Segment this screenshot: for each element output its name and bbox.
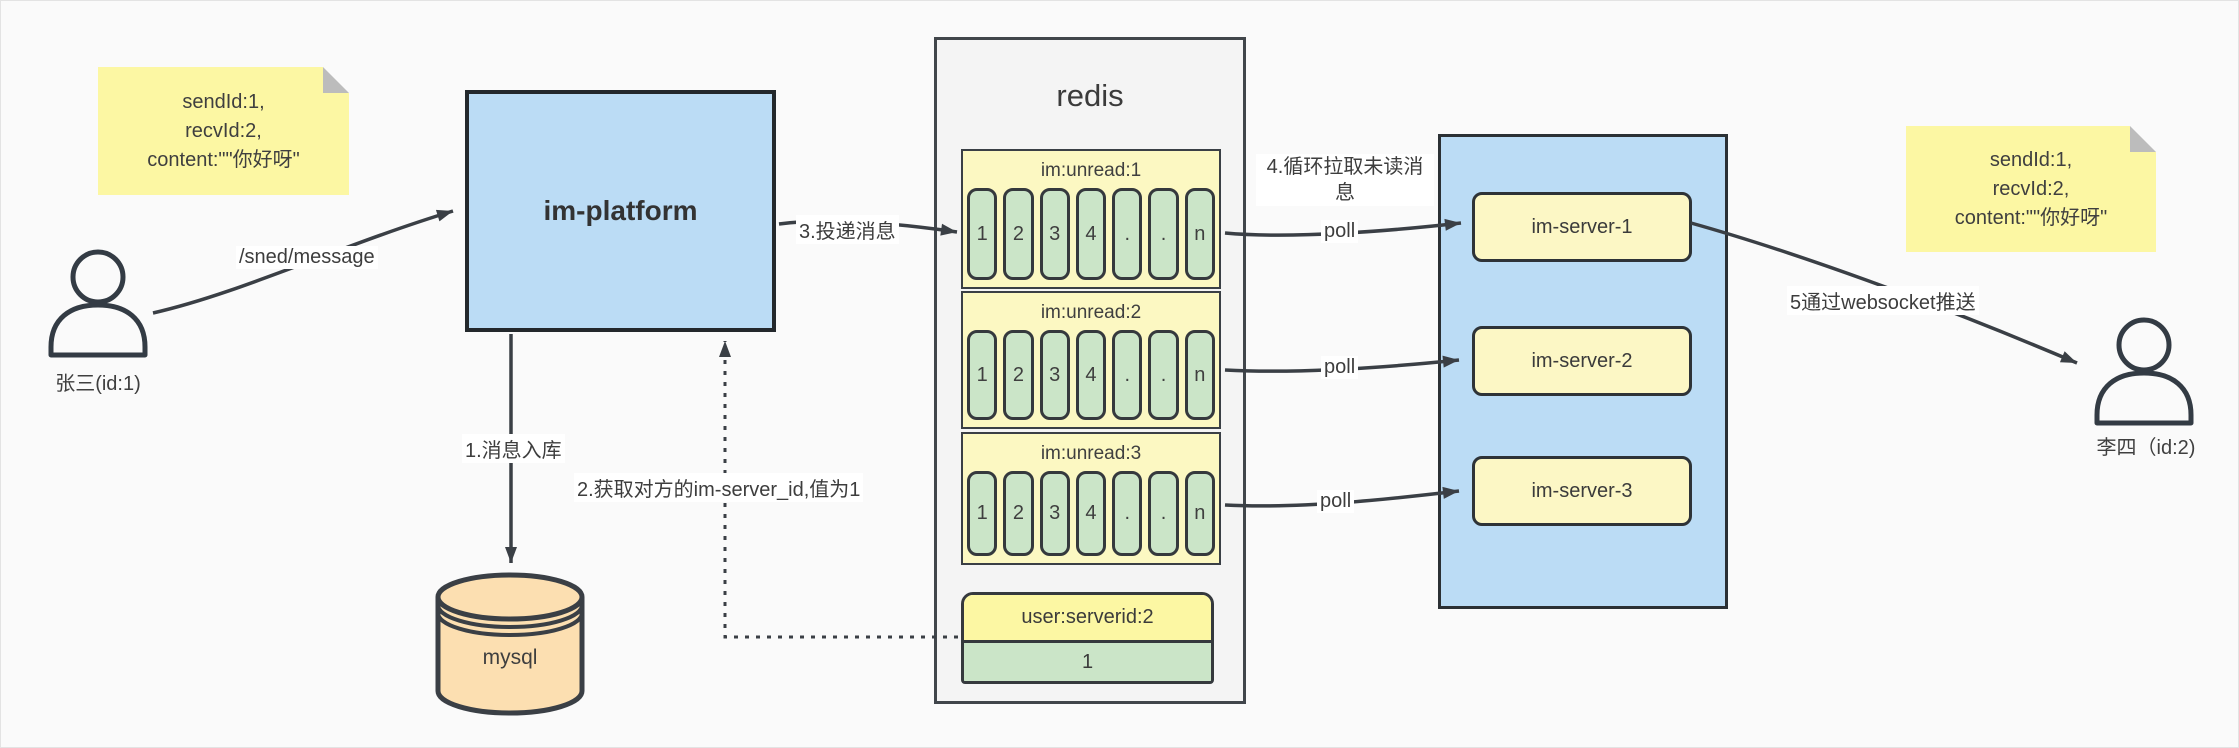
queue-label: im:unread:1 — [1040, 160, 1142, 181]
queue-cell: n — [1184, 188, 1215, 280]
redis-queue-2: im:unread:2 1 2 3 4 . . n — [961, 291, 1221, 429]
note-line: recvId:2, — [1992, 177, 2070, 200]
im-server-label: im-server-1 — [1531, 215, 1633, 238]
im-platform-node: im-platform — [465, 90, 776, 332]
note-line: content:""你好呀" — [1954, 206, 2108, 229]
edge-label-poll-3: poll — [1317, 490, 1355, 513]
queue-cells: 1 2 3 4 . . n — [963, 188, 1219, 287]
queue-cell: . — [1112, 330, 1143, 420]
redis-title: redis — [1056, 78, 1124, 113]
redis-queue-3: im:unread:3 1 2 3 4 . . n — [961, 432, 1221, 565]
queue-cells: 1 2 3 4 . . n — [963, 330, 1219, 427]
queue-cell: 2 — [1003, 330, 1034, 420]
note-line: recvId:2, — [185, 119, 262, 142]
edge-label-deliver: 3.投递消息 — [796, 215, 899, 244]
im-platform-label: im-platform — [543, 195, 698, 226]
sticky-note-right: sendId:1, recvId:2, content:""你好呀" — [1906, 126, 2156, 252]
edge-label-pull: 4.循环拉取未读消息 — [1256, 154, 1434, 206]
edge-label-store: 1.消息入库 — [462, 434, 565, 463]
edge-label-push: 5通过websocket推送 — [1787, 286, 1979, 315]
kv-key: user:serverid:2 — [964, 595, 1211, 643]
im-server-label: im-server-2 — [1531, 349, 1633, 372]
im-server-3-node: im-server-3 — [1472, 456, 1692, 526]
queue-cell: 2 — [1003, 471, 1034, 556]
mysql-node — [434, 571, 586, 724]
queue-cell: 2 — [1003, 188, 1034, 280]
edge-label-send: /sned/message — [236, 246, 378, 269]
note-line: content:""你好呀" — [147, 148, 300, 171]
edge-label-get-serverid: 2.获取对方的im-server_id,值为1 — [574, 473, 864, 502]
sender-label: 张三(id:1) — [55, 373, 141, 395]
im-server-1-node: im-server-1 — [1472, 192, 1692, 262]
queue-cell: 3 — [1039, 188, 1070, 280]
sticky-note-left: sendId:1, recvId:2, content:""你好呀" — [98, 67, 349, 195]
queue-cell: . — [1112, 188, 1143, 280]
queue-cell: 1 — [967, 188, 998, 280]
queue-cell: 3 — [1039, 330, 1070, 420]
queue-cell: . — [1148, 188, 1179, 280]
queue-label: im:unread:3 — [1040, 443, 1142, 464]
redis-queue-1: im:unread:1 1 2 3 4 . . n — [961, 149, 1221, 289]
queue-cell: . — [1112, 471, 1143, 556]
kv-value: 1 — [964, 643, 1211, 681]
mysql-label: mysql — [482, 646, 538, 669]
user-icon — [2094, 317, 2194, 426]
sender-actor — [43, 247, 153, 364]
edge-label-poll-2: poll — [1321, 356, 1359, 379]
queue-cell: 3 — [1039, 471, 1070, 556]
queue-cell: n — [1184, 330, 1215, 420]
queue-cells: 1 2 3 4 . . n — [963, 471, 1219, 563]
im-server-2-node: im-server-2 — [1472, 326, 1692, 396]
queue-label: im:unread:2 — [1040, 302, 1142, 323]
database-icon — [435, 572, 585, 716]
im-server-label: im-server-3 — [1531, 479, 1633, 502]
note-fold-icon — [2130, 126, 2156, 152]
note-line: sendId:1, — [1989, 148, 2073, 171]
redis-container: redis im:unread:1 1 2 3 4 . . n im:unrea… — [934, 37, 1246, 704]
queue-cell: 1 — [967, 330, 998, 420]
queue-cell: . — [1148, 471, 1179, 556]
receiver-actor — [2089, 315, 2199, 432]
note-fold-icon — [323, 67, 349, 93]
queue-cell: 4 — [1075, 330, 1107, 420]
receiver-label: 李四（id:2) — [2096, 437, 2196, 459]
queue-cell: 4 — [1075, 471, 1107, 556]
queue-cell: . — [1148, 330, 1179, 420]
redis-kv-block: user:serverid:2 1 — [961, 592, 1214, 684]
im-server-group: im-server-1 im-server-2 im-server-3 — [1438, 134, 1728, 609]
queue-cell: 4 — [1075, 188, 1107, 280]
queue-cell: 1 — [967, 471, 998, 556]
queue-cell: n — [1184, 471, 1215, 556]
edge-label-poll-1: poll — [1321, 220, 1359, 243]
user-icon — [48, 249, 148, 358]
note-line: sendId:1, — [182, 90, 265, 113]
